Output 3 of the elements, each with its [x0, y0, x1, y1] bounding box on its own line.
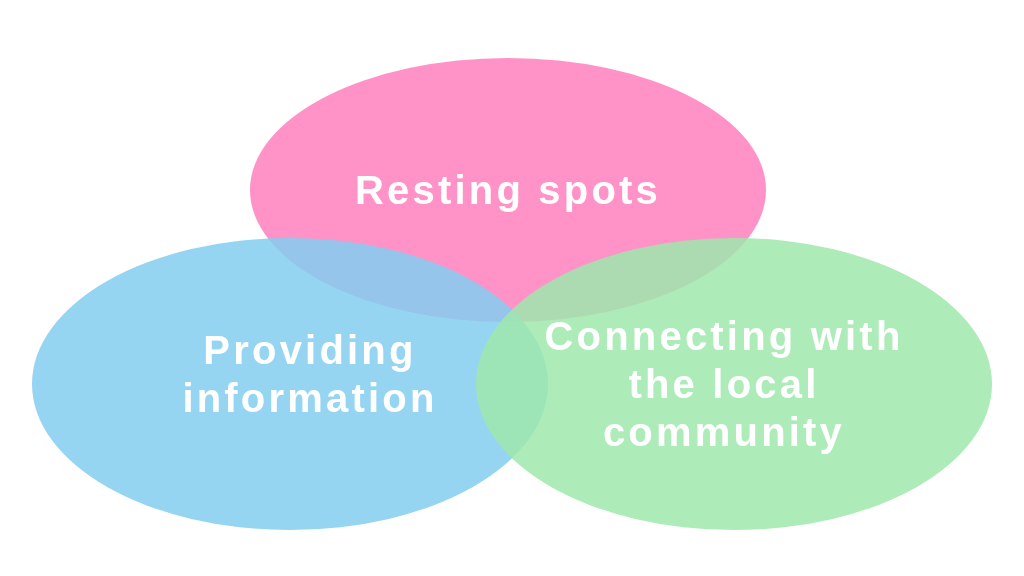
circle-label: Resting spots: [354, 167, 662, 214]
circle-label: Connecting with the local community: [543, 313, 905, 456]
circle-label: Providing information: [181, 327, 439, 422]
